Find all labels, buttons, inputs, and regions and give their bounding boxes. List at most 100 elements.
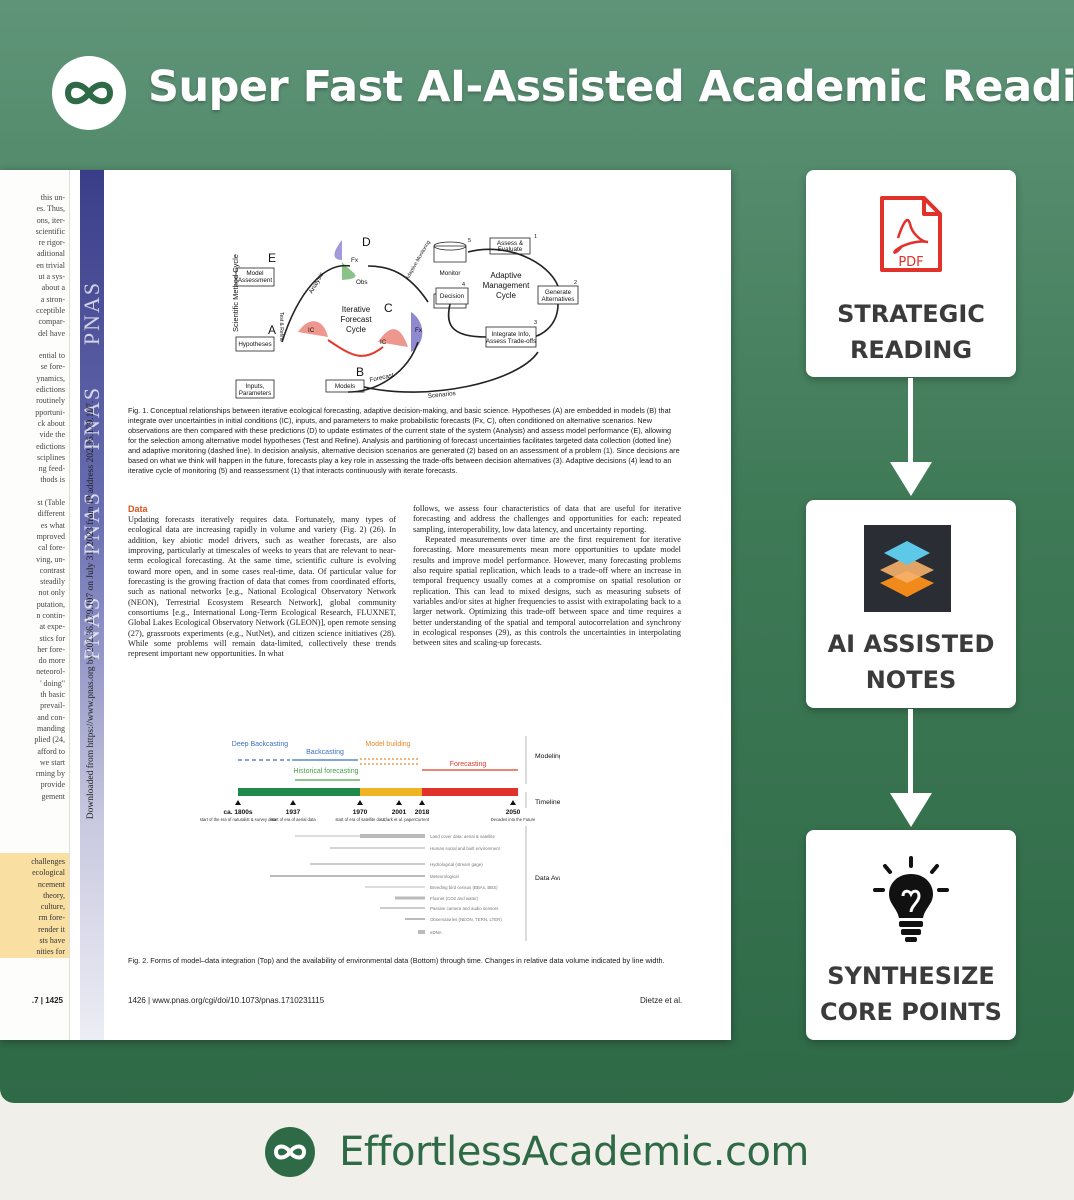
previous-page-line: es. Thus,: [36, 204, 65, 214]
previous-page-line: ving, un-: [36, 554, 65, 564]
previous-page-line: mproved: [36, 531, 65, 541]
fig2-t2-sub: start of era of aerial data: [270, 817, 316, 822]
highlighted-line: challenges: [31, 857, 65, 866]
figure-2: Deep Backcasting Backcasting Model build…: [200, 736, 560, 941]
fig2-t6-sub: Decades into the Future: [491, 817, 536, 822]
fig1-label-assessment-2: Assessment: [238, 277, 273, 284]
highlighted-line: ecological: [32, 868, 65, 878]
fig1-box-hypotheses: [235, 336, 275, 352]
fig1-ic-dist-1: [298, 321, 328, 337]
download-note-text: Downloaded from https://www.pnas.org by …: [86, 400, 96, 820]
previous-page-line: putation,: [36, 599, 65, 609]
infinity-icon: [64, 81, 114, 105]
fig1-letter-e: E: [268, 251, 276, 265]
fig2-d2: Human social and built environment: [430, 846, 501, 851]
previous-page-line: and con-: [37, 712, 65, 722]
step-ai-notes[interactable]: AI ASSISTED NOTES: [806, 500, 1016, 708]
fig1-label-cycle-2: Cycle: [496, 291, 517, 300]
previous-page-line: thods is: [40, 475, 65, 485]
fig1-num-4: 4: [462, 282, 465, 288]
fig1-label-generate: Generate: [545, 289, 572, 296]
notes-app-icon: [864, 525, 951, 612]
previous-page-line: compar-: [38, 317, 66, 327]
highlight-block: [0, 853, 69, 958]
fig1-letter-a: A: [268, 323, 276, 337]
previous-page-footer: .7 | 1425: [31, 996, 63, 1005]
figure-1: Model Assessment Hypotheses Inputs, Para…: [231, 234, 579, 400]
highlighted-line: sts have: [39, 936, 65, 946]
step-strategic-reading[interactable]: PDF STRATEGIC READING: [806, 170, 1016, 377]
column-2-paragraph-2: Repeated measurements over time are the …: [413, 535, 681, 648]
fig2-d8: Observatories (NEON, TERN, LTER): [430, 917, 502, 922]
previous-page-line: n contin-: [36, 610, 65, 620]
column-1-paragraph: Updating forecasts iteratively requires …: [128, 515, 396, 659]
previous-page-line: vide the: [39, 430, 65, 440]
previous-page-line: routinely: [36, 396, 65, 406]
previous-page-line: about a: [41, 283, 65, 293]
previous-page-line: st (Table: [37, 498, 65, 508]
fig2-d3: Hydrological (stream gage): [430, 862, 483, 867]
fig1-letter-c: C: [384, 301, 393, 315]
previous-page-line: not only: [38, 588, 65, 598]
fig1-box-inputs: [235, 379, 275, 399]
page-footer-left: 1426 | www.pnas.org/cgi/doi/10.1073/pnas…: [128, 996, 325, 1005]
fig1-label-tradeoffs: Assess Trade-offs: [486, 338, 536, 345]
main-card: Super Fast AI-Assisted Academic Reading …: [0, 0, 1074, 1103]
fig1-red-arrow: [327, 339, 384, 357]
fig2-t2: 1937: [286, 809, 301, 816]
fig1-label-forecast-word: Forecast: [340, 315, 372, 324]
fig1-num-1: 1: [534, 234, 537, 240]
previous-page-line: es what: [40, 520, 65, 530]
fig2-d6: Fluxnet (CO2 and water): [430, 896, 479, 901]
highlighted-line: nities for: [36, 947, 65, 957]
fig2-model-building: Model building: [365, 741, 410, 748]
fig1-label-integrate: Integrate Info,: [492, 331, 531, 338]
fig2-d1: Land cover data: aerial & satellite: [430, 834, 495, 839]
site-link[interactable]: EffortlessAcademic.com: [339, 1128, 809, 1175]
fig2-t5: 2018: [415, 809, 430, 816]
highlighted-line: theory,: [43, 890, 65, 900]
fig1-num-5: 5: [468, 238, 471, 244]
highlighted-line: rm fore-: [38, 913, 65, 923]
fig1-label-fx-2: Fx: [415, 327, 423, 334]
fig1-box-assessment: [235, 267, 275, 287]
fig2-data-lines: [270, 834, 425, 934]
fig1-box-models: [325, 379, 365, 393]
previous-page-line: re rigor-: [38, 238, 65, 248]
fig1-label-ic-2: IC: [380, 339, 387, 346]
fig1-arrow-d: [367, 265, 429, 303]
fig1-arrow-forecast: [347, 341, 419, 393]
fig1-monitor-cyl: [433, 241, 467, 263]
page-title: Super Fast AI-Assisted Academic Reading: [148, 62, 1074, 112]
figure-1-caption: Fig. 1. Conceptual relationships between…: [128, 406, 680, 475]
layers-icon: [880, 541, 934, 597]
download-note: Downloaded from https://www.pnas.org by …: [86, 401, 96, 995]
fig1-arrow-integrate: [447, 303, 487, 338]
fig1-label-evaluate: Evaluate: [498, 246, 523, 253]
footer-logo: [265, 1126, 316, 1177]
fig1-letter-d: D: [362, 235, 371, 249]
fig1-label-assessment: Model: [246, 270, 263, 277]
fig1-label-iterative: Iterative: [342, 305, 371, 314]
pdf-icon-text: PDF: [898, 255, 923, 270]
fig1-label-decision: Decision: [440, 293, 465, 300]
fig2-t1-sub: start of the era of naturalist & survey …: [200, 817, 277, 822]
page-footer-right: Dietze et al.: [640, 996, 683, 1005]
fig1-label-alternatives: Alternatives: [542, 296, 575, 303]
pdf-icon: PDF: [880, 196, 942, 272]
fig1-arrow-analysis: [281, 264, 351, 343]
figure-2-caption: Fig. 2. Forms of model–data integration …: [128, 956, 665, 965]
lightbulb-icon: [873, 856, 949, 942]
step-label: SYNTHESIZE CORE POINTS: [820, 962, 1002, 1026]
fig1-fx-dist: [334, 240, 342, 260]
previous-page-line: cal fore-: [38, 543, 65, 553]
fig1-label-adaptive-monitoring: Adaptive Monitoring: [405, 240, 432, 281]
previous-page-line: se fore-: [40, 362, 65, 372]
fig1-letter-b: B: [356, 365, 364, 379]
previous-page-line: ynamics,: [36, 373, 65, 383]
previous-page-line: ential to: [39, 351, 65, 361]
step-synthesize[interactable]: SYNTHESIZE CORE POINTS: [806, 830, 1016, 1040]
fig1-label-adaptive: Adaptive: [490, 271, 522, 280]
